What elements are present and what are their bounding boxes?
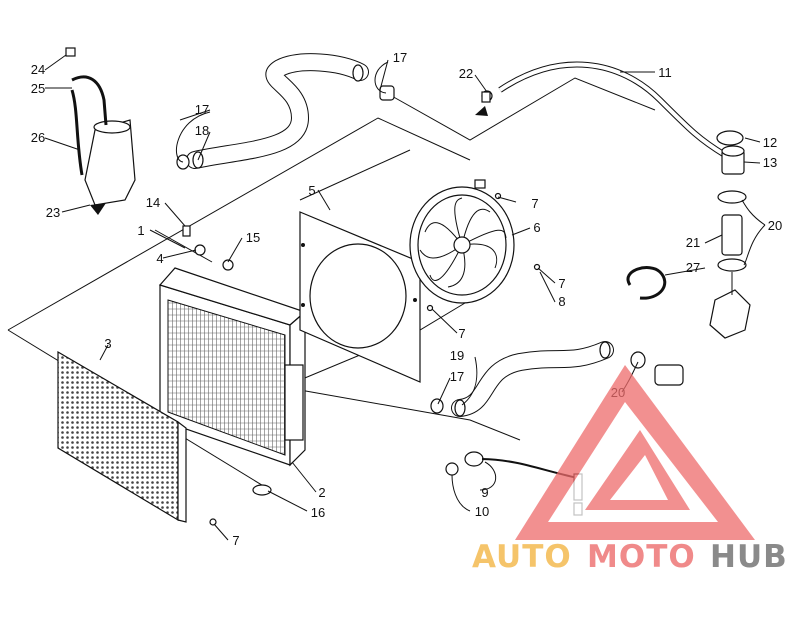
label-6: 6 [533,220,540,235]
label-24: 24 [31,62,45,77]
label-25: 25 [31,81,45,96]
upper-hose [176,53,395,170]
label-21: 21 [686,235,700,250]
lower-hose [430,341,684,417]
label-17-upper-left: 17 [195,102,209,117]
hose-clamp [626,266,667,300]
label-2: 2 [318,485,325,500]
label-18: 18 [195,123,209,138]
label-22: 22 [459,66,473,81]
label-7-grille: 7 [232,533,239,548]
label-17-lower: 17 [450,369,464,384]
label-10: 10 [475,504,489,519]
label-12: 12 [763,135,777,150]
watermark-logo [515,365,755,540]
overflow-tube [481,61,727,158]
label-26: 26 [31,130,45,145]
thermostat-housing [709,190,751,339]
label-1: 1 [137,223,144,238]
label-8: 8 [558,294,565,309]
part-labels: 1 2 3 4 5 6 7 7 7 7 8 9 10 11 12 13 14 1… [31,50,782,548]
label-16: 16 [311,505,325,520]
grille-screen [57,350,217,526]
label-23: 23 [46,205,60,220]
label-7-shroud: 7 [458,326,465,341]
watermark-hub: HUB [710,539,788,575]
label-17-upper-right: 17 [393,50,407,65]
label-7-fan-right: 7 [558,276,565,291]
label-14: 14 [146,195,160,210]
watermark-text: AUTO MOTO HUB [472,539,788,575]
label-7-fan-top: 7 [531,196,538,211]
label-9: 9 [481,485,488,500]
label-13: 13 [763,155,777,170]
label-20-right: 20 [768,218,782,233]
coolant-reservoir [65,47,136,215]
label-15: 15 [246,230,260,245]
watermark-moto: MOTO [587,539,696,575]
cooling-fan [409,179,515,304]
watermark-auto: AUTO [472,539,572,575]
radiator [158,267,307,496]
label-3: 3 [104,336,111,351]
label-5: 5 [308,183,315,198]
filler-neck [716,130,745,175]
fan-shroud [299,211,421,383]
label-11: 11 [658,65,672,80]
label-19: 19 [450,348,464,363]
label-27: 27 [686,260,700,275]
leader-lines [44,54,766,541]
label-4: 4 [156,251,163,266]
